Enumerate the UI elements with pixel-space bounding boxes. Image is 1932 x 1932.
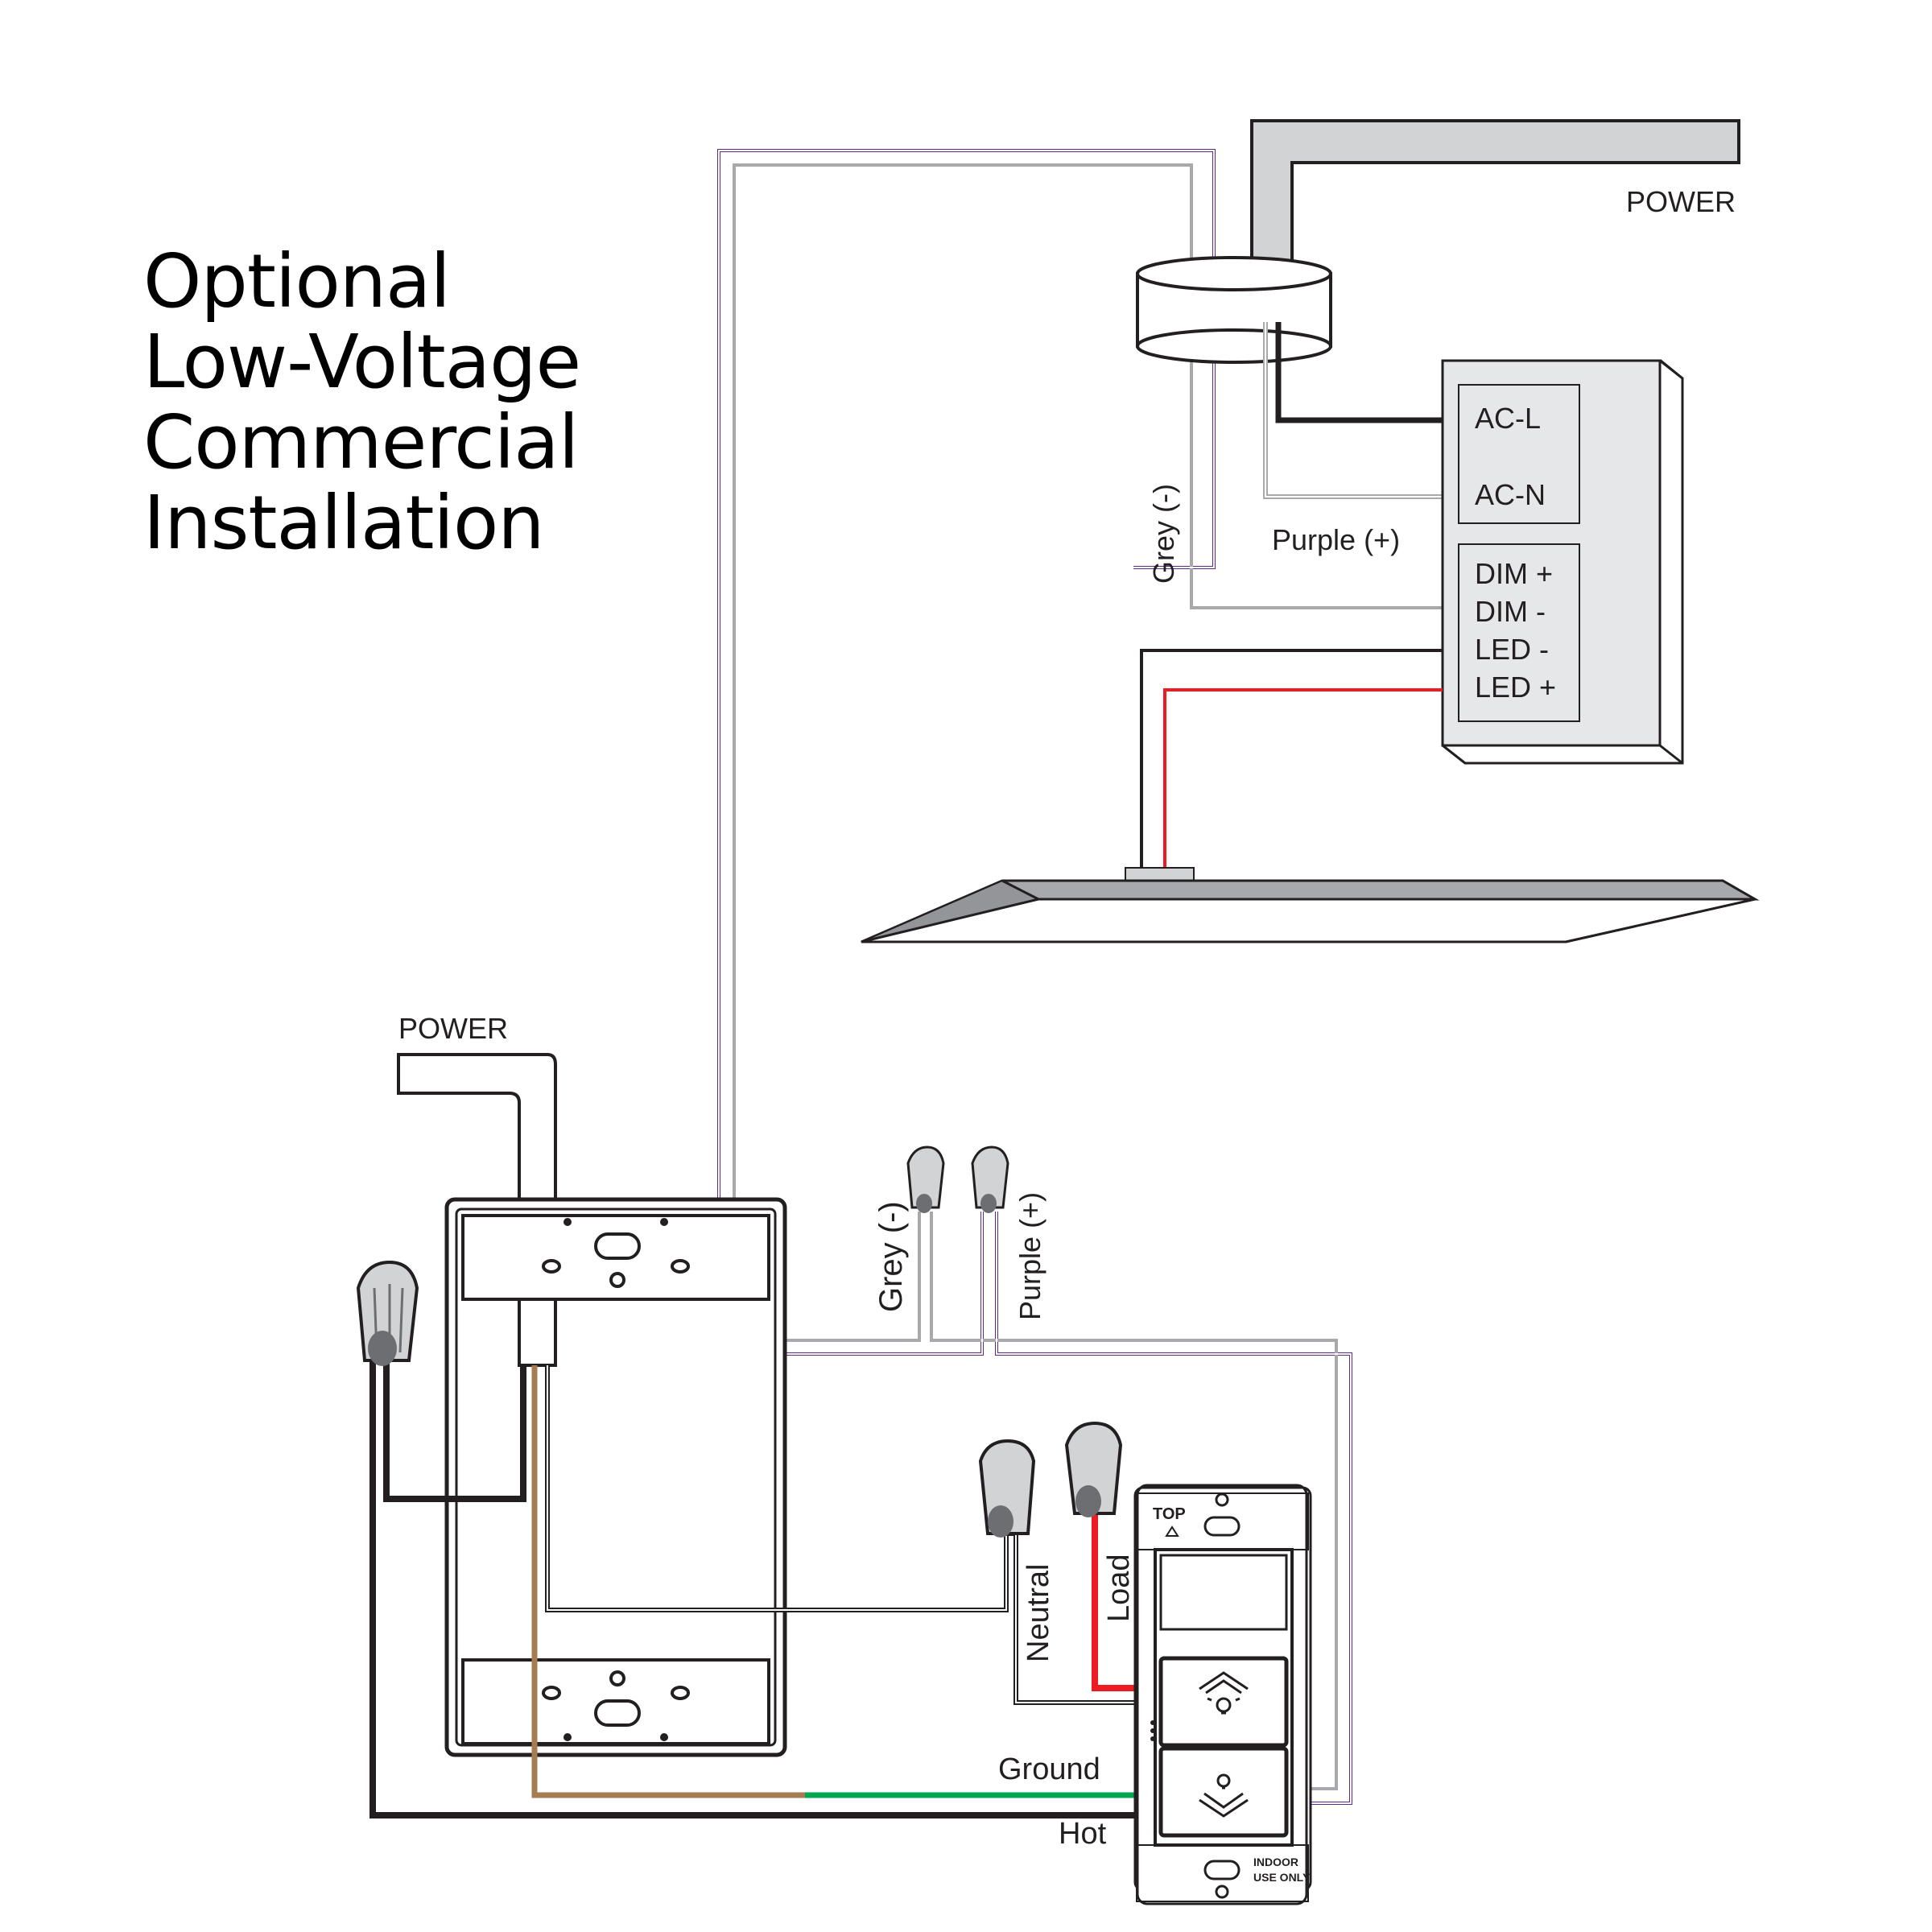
wall-electrical-box xyxy=(444,1197,787,1757)
wire-nut-icon xyxy=(978,1439,1036,1538)
title-line-4: Installation xyxy=(143,480,545,566)
purple-plus-box-label: Purple (+) xyxy=(1013,1192,1046,1320)
load-wire-label: Load xyxy=(1102,1554,1136,1622)
line-voltage-wires xyxy=(369,1360,1139,1818)
ac-n-terminal-label: AC-N xyxy=(1475,478,1546,511)
title-line-1: Optional xyxy=(143,238,451,324)
wire-nut-icon xyxy=(906,1146,945,1213)
ceiling-junction-box xyxy=(1136,256,1332,364)
led-minus-terminal-label: LED - xyxy=(1475,633,1549,666)
dimmer-switch xyxy=(1133,1484,1312,1905)
grey-minus-box-label: Grey (-) xyxy=(873,1201,909,1312)
ac-wires xyxy=(1263,322,1443,499)
wall-power-conduit xyxy=(397,1053,557,1201)
led-driver xyxy=(1441,359,1684,765)
ac-l-terminal-label: AC-L xyxy=(1475,402,1541,435)
top-marking: TOP xyxy=(1153,1505,1186,1523)
grey-minus-driver-label: Grey (-) xyxy=(1147,484,1180,584)
title-line-3: Commercial xyxy=(143,399,579,485)
grey-wire-run xyxy=(733,163,1443,1790)
power-label-left: POWER xyxy=(398,1012,508,1045)
indoor-label-line1: INDOOR xyxy=(1253,1856,1298,1868)
triangle-icon xyxy=(1165,1525,1179,1537)
purple-plus-driver-label: Purple (+) xyxy=(1272,523,1400,556)
title-line-2: Low-Voltage xyxy=(143,319,581,405)
power-label-top: POWER xyxy=(1626,185,1736,218)
neutral-wire-label: Neutral xyxy=(1022,1564,1055,1663)
dim-up-icon xyxy=(1199,1671,1249,1715)
led-output-wires xyxy=(1140,649,1443,868)
dim-down-icon xyxy=(1199,1773,1249,1818)
ground-wire-label: Ground xyxy=(998,1752,1100,1786)
hot-wire-label: Hot xyxy=(1059,1817,1107,1851)
diagram-title: Optional Low-Voltage Commercial Installa… xyxy=(143,238,581,566)
dim-plus-terminal-label: DIM + xyxy=(1475,557,1553,590)
led-panel-fixture xyxy=(861,867,1760,943)
wire-nut-icon xyxy=(971,1146,1009,1213)
led-plus-terminal-label: LED + xyxy=(1475,671,1556,704)
dim-minus-terminal-label: DIM - xyxy=(1475,595,1546,628)
wire-nut-icon xyxy=(356,1260,419,1366)
indoor-label-line2: USE ONLY xyxy=(1253,1871,1311,1884)
wire-nut-icon xyxy=(1064,1421,1123,1517)
